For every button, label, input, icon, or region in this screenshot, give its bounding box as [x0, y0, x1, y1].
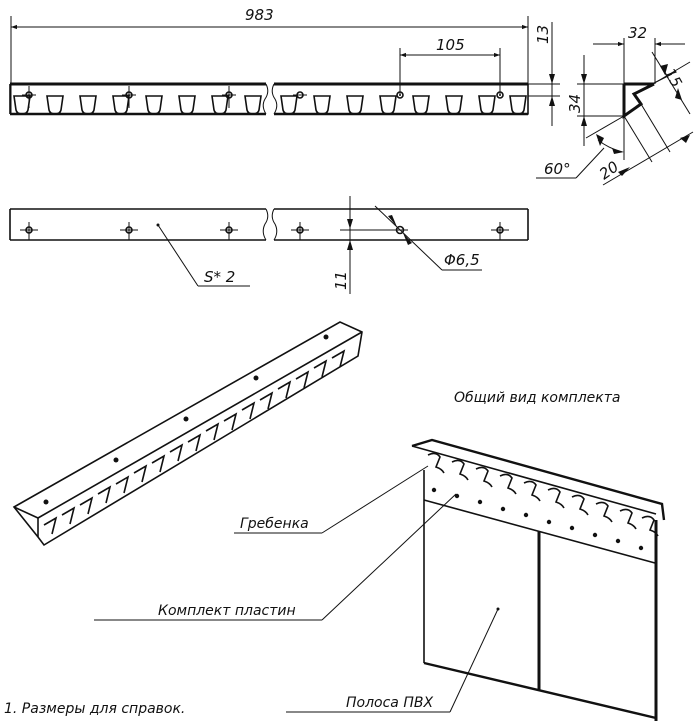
- isometric-assembly: Общий вид комплекта: [411, 390, 666, 721]
- assembly-title: Общий вид комплекта: [454, 390, 620, 406]
- dimension-profile-leg: 20: [596, 158, 622, 184]
- comb-iso-hooks: [43, 349, 346, 535]
- comb-iso-holes: [43, 334, 329, 505]
- hooks-left: [13, 95, 262, 115]
- note-thickness: S* 2: [204, 268, 235, 286]
- dimension-hook-pitch: 105: [436, 36, 465, 54]
- callout-plate-set-label: Комплект пластин: [158, 603, 296, 619]
- dimension-overall-length: 983: [245, 6, 274, 24]
- dimension-profile-angle: 60°: [544, 160, 571, 178]
- isometric-comb: [12, 321, 363, 547]
- assembly-hooks: [427, 452, 659, 537]
- callout-comb: Гребенка: [234, 465, 429, 534]
- plan-view: S* 2 11 Φ6,5: [9, 196, 529, 294]
- dimension-hole-offset: 11: [332, 271, 350, 290]
- mount-holes-front: [22, 86, 504, 108]
- callout-plate-set: Комплект пластин: [94, 493, 457, 621]
- dimension-profile-height: 34: [566, 94, 584, 113]
- dimension-profile-width: 32: [628, 24, 647, 42]
- plate-holes: [431, 487, 644, 551]
- callout-pvc-strip-label: Полоса ПВХ: [346, 695, 433, 711]
- hooks-right: [280, 95, 527, 115]
- callout-pvc-strip: Полоса ПВХ: [286, 607, 500, 713]
- dimension-hole-diameter: Φ6,5: [444, 251, 480, 269]
- profile-section: [622, 82, 655, 119]
- note-reference-dimensions: 1. Размеры для справок.: [4, 701, 185, 717]
- front-view: 983: [9, 6, 560, 126]
- callout-comb-label: Гребенка: [240, 516, 309, 532]
- mount-holes-plan: [20, 222, 509, 240]
- profile-view: 32 34 15 20 60°: [536, 24, 694, 186]
- dimension-top-offset: 13: [534, 25, 552, 44]
